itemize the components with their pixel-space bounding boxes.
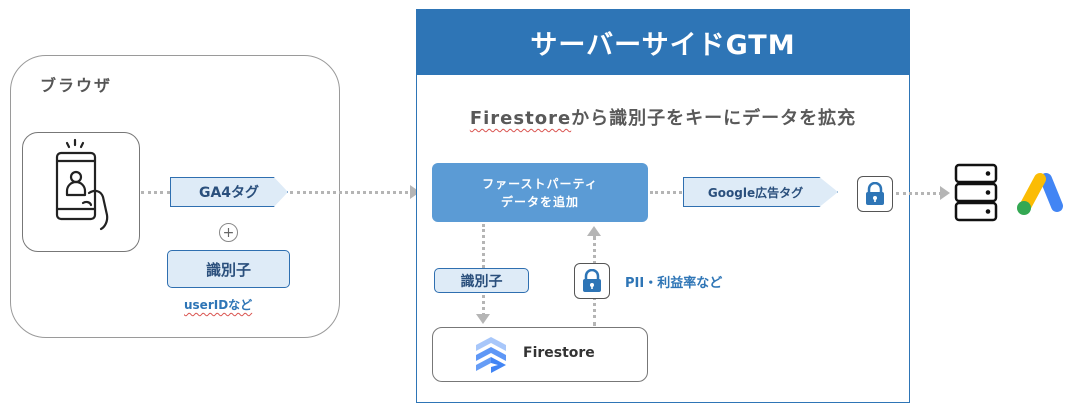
ga4-tag: GA4タグ [170, 177, 288, 207]
browser-title: ブラウザ [40, 76, 113, 95]
connector-phone-ga4 [141, 191, 170, 194]
arrowhead-ga4-gtm [410, 185, 420, 199]
process-line-1: ファーストパーティ [482, 176, 598, 191]
arrowhead-to-firestore [476, 314, 490, 324]
google-ads-tag: Google広告タグ [683, 177, 838, 207]
connector-process-ads-tag [650, 191, 682, 194]
pii-note: PII・利益率など [625, 276, 723, 291]
gtm-title: サーバーサイドGTM [416, 9, 910, 75]
add-first-party-data-box: ファーストパーティ データを追加 [432, 163, 648, 222]
gtm-identifier-tag: 識別子 [434, 268, 529, 293]
ads-lock-box [857, 176, 893, 212]
firestore-box [432, 327, 648, 382]
google-ads-icon [1017, 173, 1063, 215]
connector-ga4-gtm [290, 191, 415, 194]
database-icon [954, 163, 998, 222]
subtitle-firestore: Firestore [469, 108, 572, 129]
phone-card [22, 132, 140, 252]
gtm-subtitle: Firestoreから識別子をキーにデータを拡充 [416, 104, 910, 130]
userid-note: userIDなど [184, 298, 253, 312]
process-line-2: データを追加 [500, 194, 579, 209]
plus-sign: + [222, 224, 235, 241]
plus-circle-icon: + [219, 223, 238, 242]
arrowhead-to-process [587, 226, 601, 236]
firestore-label: Firestore [523, 345, 595, 361]
firestore-icon [476, 337, 506, 373]
smartphone-user-icon [55, 138, 109, 231]
lock-icon [583, 269, 601, 292]
browser-identifier-tag: 識別子 [167, 250, 290, 288]
pii-lock-box [574, 263, 610, 299]
arrowhead-to-database [940, 186, 950, 200]
lock-icon [866, 182, 884, 205]
connector-lock-database [896, 192, 942, 195]
subtitle-rest: から識別子をキーにデータを拡充 [571, 108, 857, 129]
